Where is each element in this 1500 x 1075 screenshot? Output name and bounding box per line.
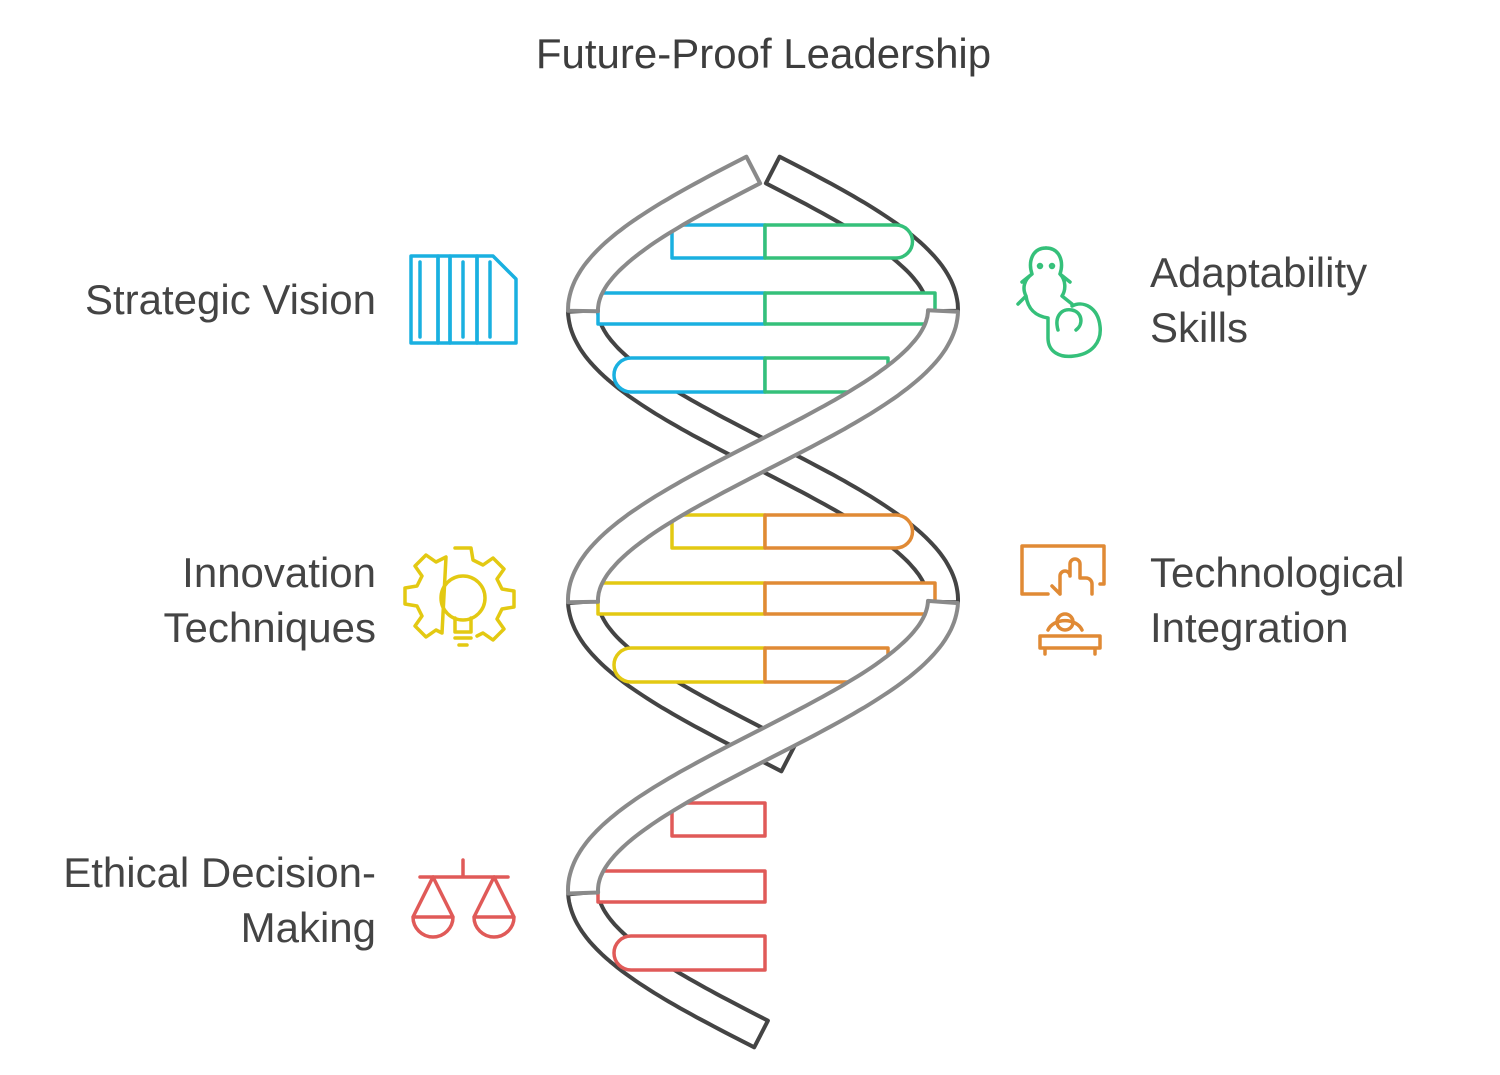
helix-front-strands <box>566 154 960 896</box>
helix-strand-b-front-segment <box>566 308 960 605</box>
rung-left-half <box>670 801 767 838</box>
rung-left-half <box>596 291 767 326</box>
label-line: Integration <box>1150 604 1349 651</box>
rung-left-half <box>612 356 767 394</box>
rung-left-half <box>612 934 767 972</box>
label-line: Making <box>240 904 376 951</box>
label-line: Adaptability <box>1150 249 1368 296</box>
label-line: Skills <box>1150 304 1249 351</box>
label-line: Technological <box>1150 549 1405 596</box>
rung-left-half <box>596 869 767 904</box>
label-strategic-vision: Strategic Vision <box>85 272 376 327</box>
label-line: Strategic Vision <box>84 276 376 323</box>
rung-left-half <box>670 513 767 550</box>
helix-rungs <box>596 223 937 972</box>
rung-left-half <box>612 646 767 684</box>
rung-right-half <box>763 513 915 550</box>
rung-left-half <box>670 223 767 260</box>
lightbulb-gear-icon <box>403 546 516 647</box>
label-line: Ethical Decision- <box>63 849 376 896</box>
helix-strand-a-front-segment <box>566 598 960 896</box>
label-line: Innovation <box>182 549 376 596</box>
touchscreen-icon <box>1020 544 1106 656</box>
scales-icon <box>411 858 516 939</box>
rung-left-half <box>596 581 767 616</box>
book-shelf-icon <box>409 254 518 345</box>
helix-strand-a-front-segment <box>566 154 763 314</box>
rung-right-half <box>763 581 937 616</box>
lizard-icon <box>1016 246 1102 359</box>
diagram-title: Future-Proof Leadership <box>535 30 992 77</box>
label-line: Techniques <box>163 604 376 651</box>
label-ethical-decision-making: Ethical Decision- Making <box>63 845 376 955</box>
rung-right-half <box>763 223 915 260</box>
rung-right-half <box>763 291 937 326</box>
